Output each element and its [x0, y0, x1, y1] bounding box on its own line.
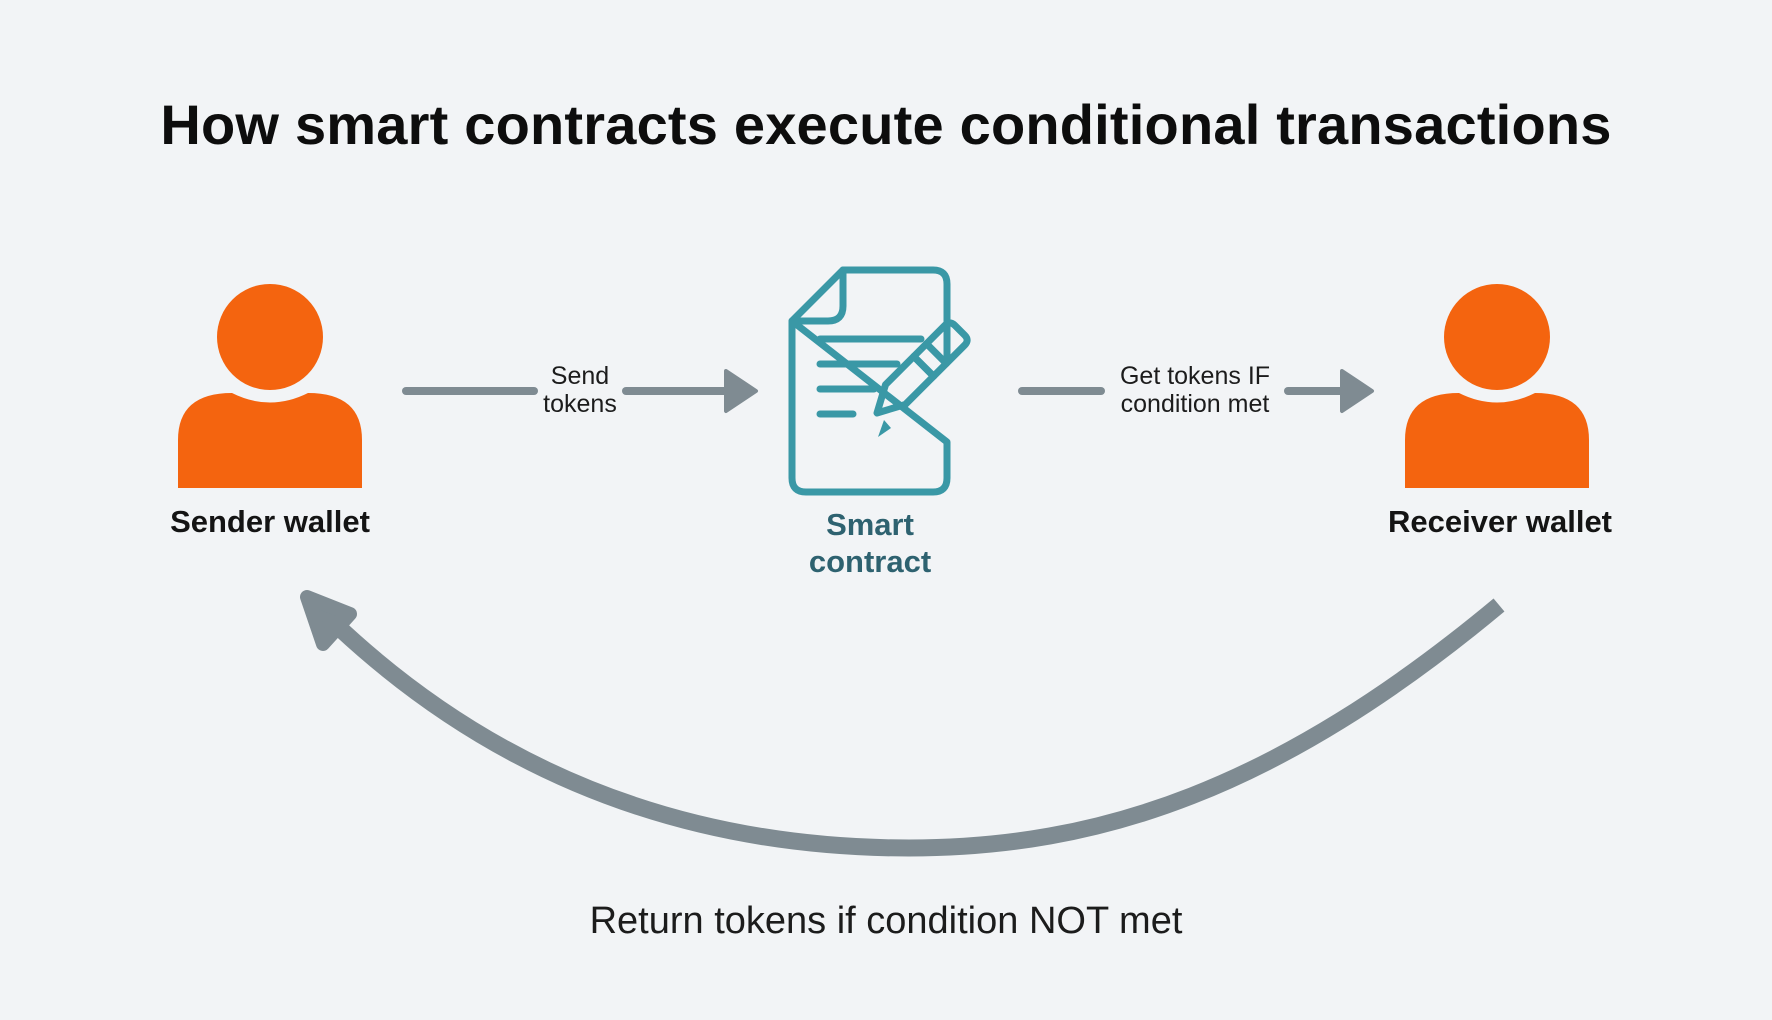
send-tokens-arrow — [402, 369, 758, 413]
page-title: How smart contracts execute conditional … — [160, 93, 1612, 156]
sender-person-icon — [178, 284, 362, 488]
smart-contract-label: Smart contract — [740, 506, 1000, 580]
return-tokens-label: Return tokens if condition NOT met — [589, 900, 1183, 942]
smart-contract-label-line2: contract — [808, 544, 932, 579]
document-with-pen-icon — [788, 266, 971, 496]
smart-contract-label-line1: Smart — [826, 507, 914, 542]
get-tokens-label: Get tokens IF condition met — [1093, 362, 1297, 418]
receiver-wallet-label: Receiver wallet — [1387, 504, 1613, 539]
get-tokens-label-line1: Get tokens IF — [1119, 362, 1271, 390]
send-tokens-label: Send tokens — [520, 362, 640, 418]
get-tokens-arrow — [1018, 369, 1374, 413]
receiver-person-icon — [1405, 284, 1589, 488]
send-tokens-label-line1: Send — [550, 362, 610, 390]
return-tokens-arrow — [300, 590, 1505, 857]
get-tokens-label-line2: condition met — [1120, 390, 1270, 418]
sender-wallet-label: Sender wallet — [170, 504, 370, 539]
send-tokens-label-line2: tokens — [543, 390, 617, 418]
